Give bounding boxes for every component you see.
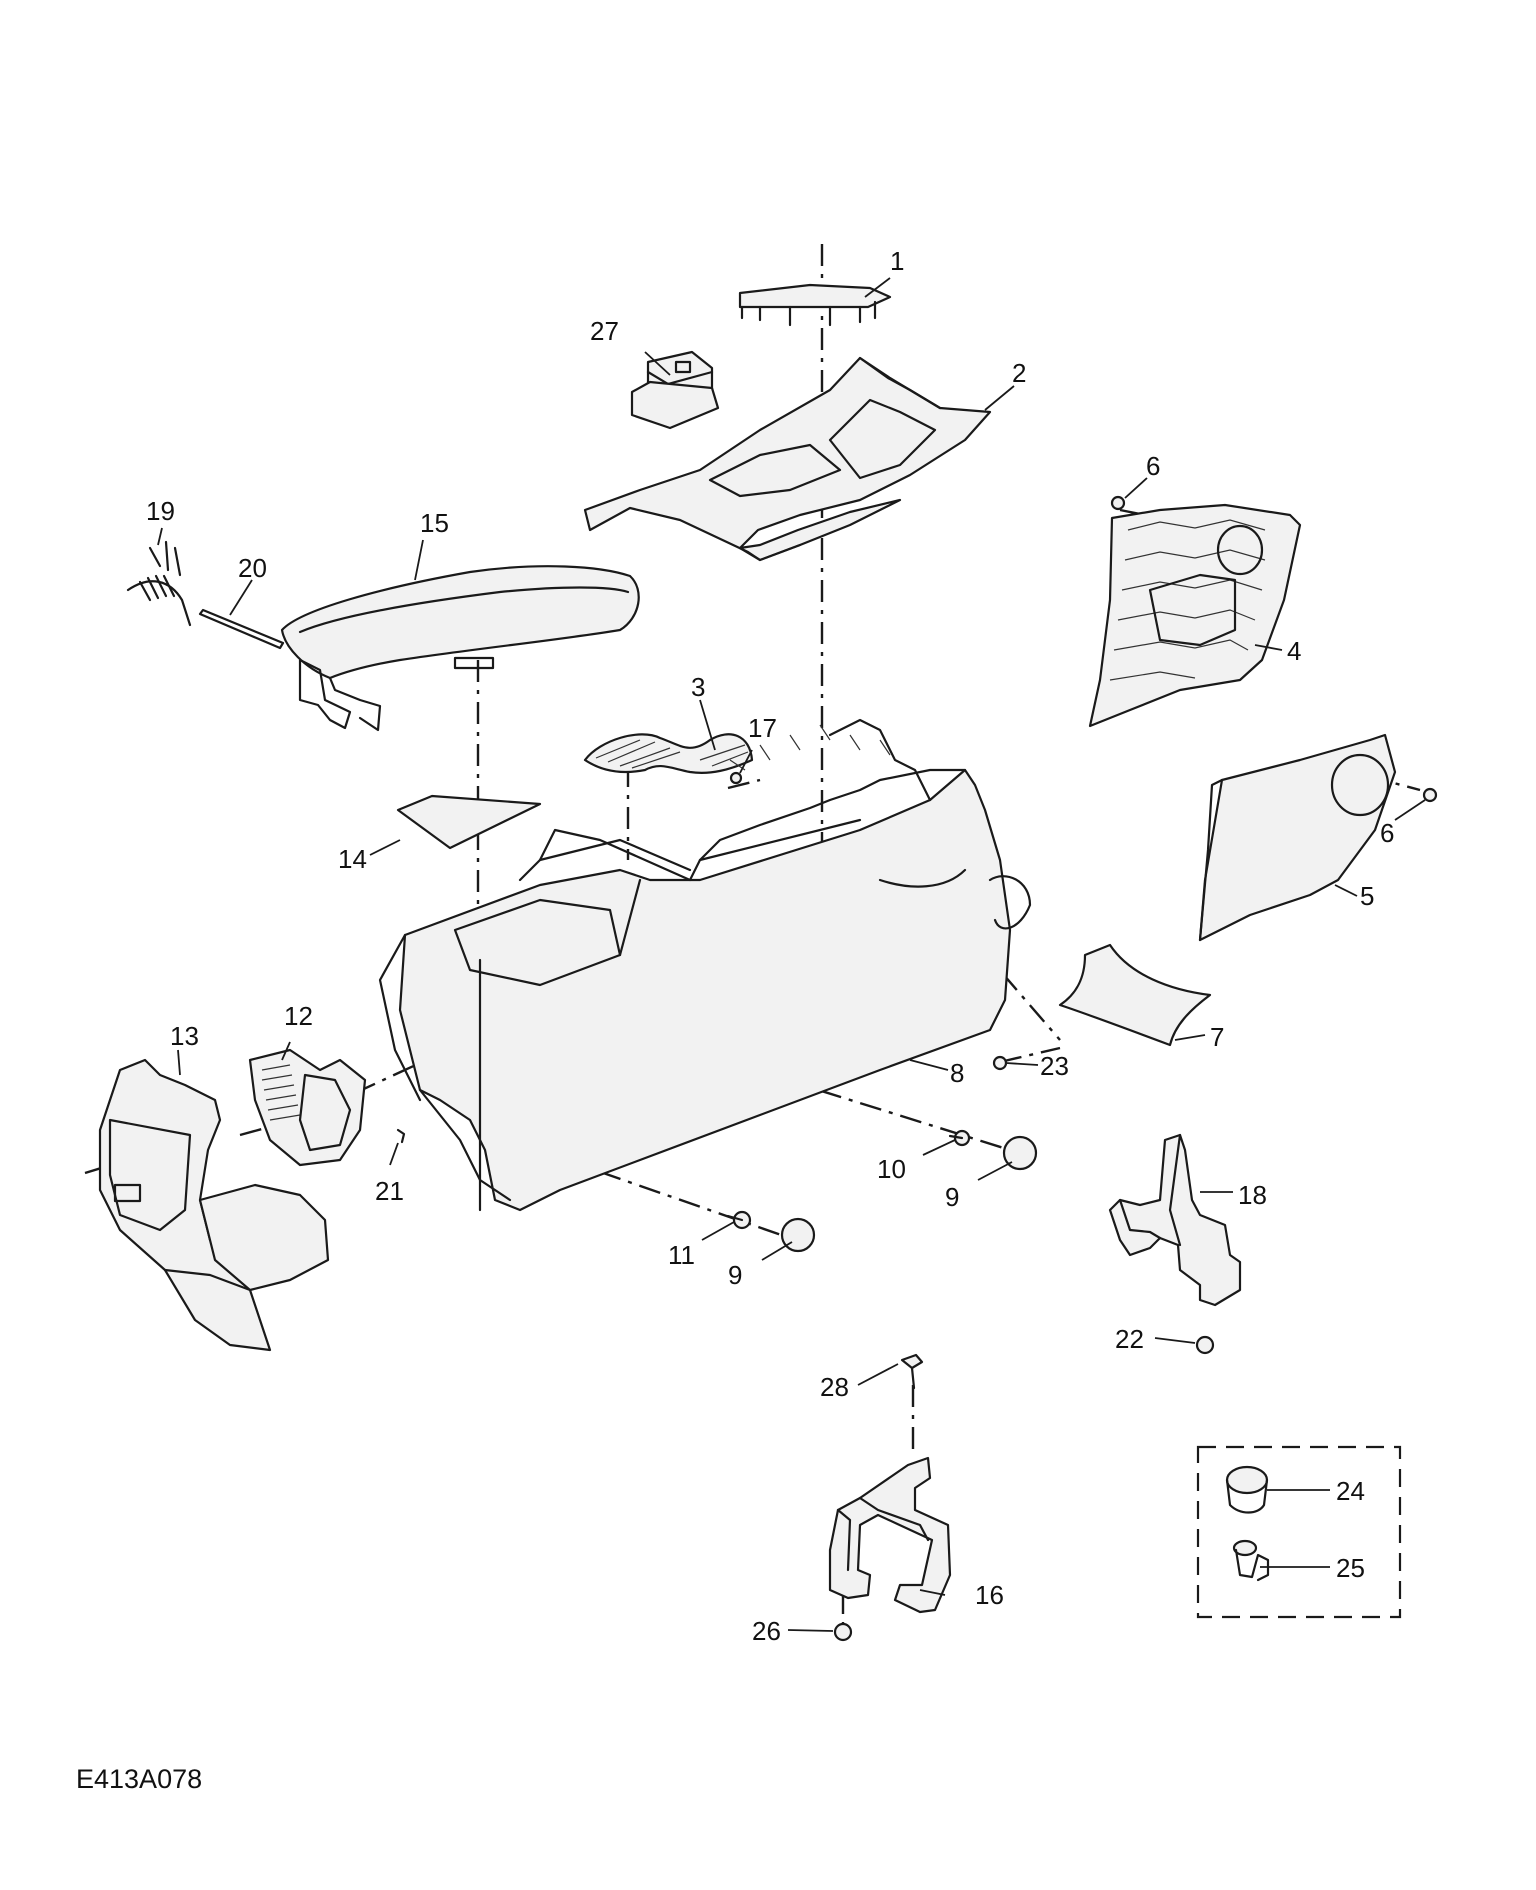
- callout-9-left: 9: [728, 1260, 742, 1290]
- part-22-nut: [1195, 1335, 1215, 1355]
- callout-26: 26: [752, 1616, 781, 1646]
- callout-14: 14: [338, 844, 367, 874]
- diagram-reference-code: E413A078: [76, 1764, 202, 1794]
- part-3-mat: [583, 733, 754, 774]
- part-2-upper-trim-panel: [583, 356, 992, 562]
- part-1-trim-cap: [738, 283, 892, 327]
- part-10-screw: [948, 1129, 971, 1147]
- callout-labels: 1 2 3 4 5 6 6 7 8 9 9 10 11 12 13 14 15 …: [146, 246, 1394, 1646]
- callout-16: 16: [975, 1580, 1004, 1610]
- callout-13: 13: [170, 1021, 199, 1051]
- part-8-console-body: [378, 718, 1032, 1212]
- leader-lines: [157, 277, 1426, 1632]
- callout-25: 25: [1336, 1553, 1365, 1583]
- part-11-screw: [726, 1210, 752, 1230]
- part-17-clip: [729, 771, 743, 785]
- part-28-bolt: [900, 1353, 924, 1390]
- callout-5: 5: [1360, 881, 1374, 911]
- callout-2: 2: [1012, 358, 1026, 388]
- callout-6-top: 6: [1146, 451, 1160, 481]
- part-9-caps: [780, 1135, 1038, 1253]
- part-7-floor-mat: [1058, 943, 1212, 1047]
- callout-12: 12: [284, 1001, 313, 1031]
- callout-27: 27: [590, 316, 619, 346]
- part-20-pin: [198, 608, 285, 650]
- part-24-power-socket: [1225, 1465, 1269, 1514]
- callout-18: 18: [1238, 1180, 1267, 1210]
- callout-7: 7: [1210, 1022, 1224, 1052]
- part-27-switch-module: [630, 350, 720, 430]
- part-23-clip: [992, 1055, 1008, 1071]
- callout-23: 23: [1040, 1051, 1069, 1081]
- callout-15: 15: [420, 508, 449, 538]
- part-16-bracket: [828, 1456, 952, 1614]
- callout-11: 11: [668, 1240, 695, 1270]
- part-25-socket-connector: [1232, 1539, 1270, 1582]
- callout-1: 1: [890, 246, 904, 276]
- part-4-side-panel: [1088, 503, 1302, 728]
- part-19-spring: [126, 540, 192, 627]
- callout-19: 19: [146, 496, 175, 526]
- callout-3: 3: [691, 672, 705, 702]
- part-26-nut: [833, 1622, 853, 1642]
- callout-8: 8: [950, 1058, 964, 1088]
- callout-22: 22: [1115, 1324, 1144, 1354]
- part-18-bracket: [1108, 1133, 1242, 1307]
- part-21-clip: [396, 1128, 406, 1144]
- callout-4: 4: [1287, 636, 1301, 666]
- part-13-rear-trim: [98, 1058, 330, 1352]
- part-5-side-panel: [1198, 733, 1397, 942]
- part-15-armrest: [280, 565, 640, 732]
- optional-parts-box: [1196, 1445, 1402, 1619]
- callout-28: 28: [820, 1372, 849, 1402]
- callout-24: 24: [1336, 1476, 1365, 1506]
- callout-10: 10: [877, 1154, 906, 1184]
- part-6-fasteners: [1110, 495, 1438, 803]
- callout-21: 21: [375, 1176, 404, 1206]
- callout-9-right: 9: [945, 1182, 959, 1212]
- part-14-pad: [396, 794, 542, 850]
- callout-20: 20: [238, 553, 267, 583]
- callout-17: 17: [748, 713, 777, 743]
- callout-6-right: 6: [1380, 818, 1394, 848]
- part-12-vent: [248, 1048, 367, 1167]
